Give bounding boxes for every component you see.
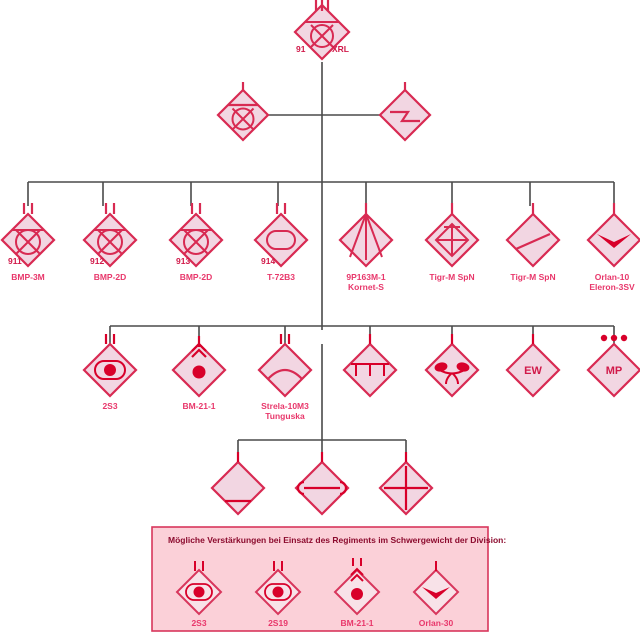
unit-mrb-913[interactable]: [168, 203, 224, 268]
echelon-mrb-912: [104, 203, 116, 214]
unit-label-recon-1: Tigr-M SpN: [429, 272, 475, 282]
echelon-reinf-bm21: [350, 558, 364, 582]
echelon-mlrs: [191, 336, 207, 358]
reinf-unit-orlan30[interactable]: [412, 561, 460, 616]
unit-uav-1[interactable]: [586, 203, 640, 268]
unit-staff[interactable]: [216, 82, 270, 142]
unit-number-914: 914: [261, 256, 276, 266]
unit-antitank[interactable]: [338, 203, 394, 268]
echelon-tank-914: [275, 203, 287, 214]
unit-mp-text: MP: [606, 365, 623, 377]
echelon-regiment: [314, 0, 330, 11]
unit-regiment[interactable]: [293, 0, 351, 61]
unit-label-uav-1: Orlan-10 Eleron-3SV: [589, 272, 635, 292]
unit-tank-914[interactable]: [253, 203, 309, 268]
unit-mp[interactable]: MP: [586, 334, 640, 398]
unit-mlrs[interactable]: [171, 336, 227, 398]
unit-label-air-defense: Strela-10M3 Tunguska: [261, 401, 309, 421]
unit-nbc-defense[interactable]: [424, 334, 480, 398]
unit-label-mrb-912: BMP-2D: [93, 272, 127, 282]
echelon-reinf-2s19: [273, 561, 283, 571]
reinf-label-2s3: 2S3: [191, 618, 207, 628]
unit-label-tank-914: T-72B3: [267, 272, 295, 282]
reinf-label-2s19: 2S19: [268, 618, 288, 628]
unit-recon-2[interactable]: [505, 203, 561, 268]
unit-signal[interactable]: [378, 82, 432, 142]
unit-maintenance[interactable]: [294, 452, 350, 516]
unit-mrb-911[interactable]: [0, 203, 56, 268]
echelon-mrb-911: [22, 203, 34, 214]
regiment-left-label: 91: [296, 44, 306, 54]
reinf-unit-2s3[interactable]: [175, 561, 223, 616]
unit-label-recon-2: Tigr-M SpN: [510, 272, 556, 282]
regiment-right-label: XRL: [332, 44, 349, 54]
reinf-unit-bm21[interactable]: [333, 558, 381, 616]
unit-label-sp-artillery: 2S3: [102, 401, 118, 411]
unit-ew-text: EW: [524, 365, 542, 377]
echelon-mrb-913: [190, 203, 202, 214]
unit-ew[interactable]: EW: [505, 334, 561, 398]
unit-supply[interactable]: [210, 452, 266, 516]
unit-engineer[interactable]: [342, 334, 398, 398]
unit-medical[interactable]: [378, 452, 434, 516]
unit-air-defense[interactable]: [257, 334, 313, 398]
unit-sp-artillery[interactable]: [82, 334, 138, 398]
unit-number-913: 913: [176, 256, 191, 266]
reinf-label-bm21: BM-21-1: [340, 618, 374, 628]
unit-number-912: 912: [90, 256, 105, 266]
unit-recon-1[interactable]: [424, 203, 480, 268]
echelon-air-defense: [279, 334, 291, 344]
echelon-sp-artillery: [104, 334, 116, 344]
unit-number-911: 911: [8, 256, 22, 266]
echelon-reinf-2s3: [194, 561, 204, 571]
reinforcement-box-title: Mögliche Verstärkungen bei Einsatz des R…: [168, 535, 507, 545]
reinf-unit-2s19[interactable]: [254, 561, 302, 616]
unit-label-antitank: 9P163M-1 Kornet-S: [346, 272, 386, 292]
reinf-label-orlan30: Orlan-30: [418, 618, 454, 628]
unit-label-mrb-913: BMP-2D: [179, 272, 213, 282]
unit-label-mrb-911: BMP-3M: [11, 272, 45, 282]
unit-mrb-912[interactable]: [82, 203, 138, 268]
unit-label-mlrs: BM-21-1: [182, 401, 216, 411]
echelon-mp-dots: [600, 334, 628, 342]
